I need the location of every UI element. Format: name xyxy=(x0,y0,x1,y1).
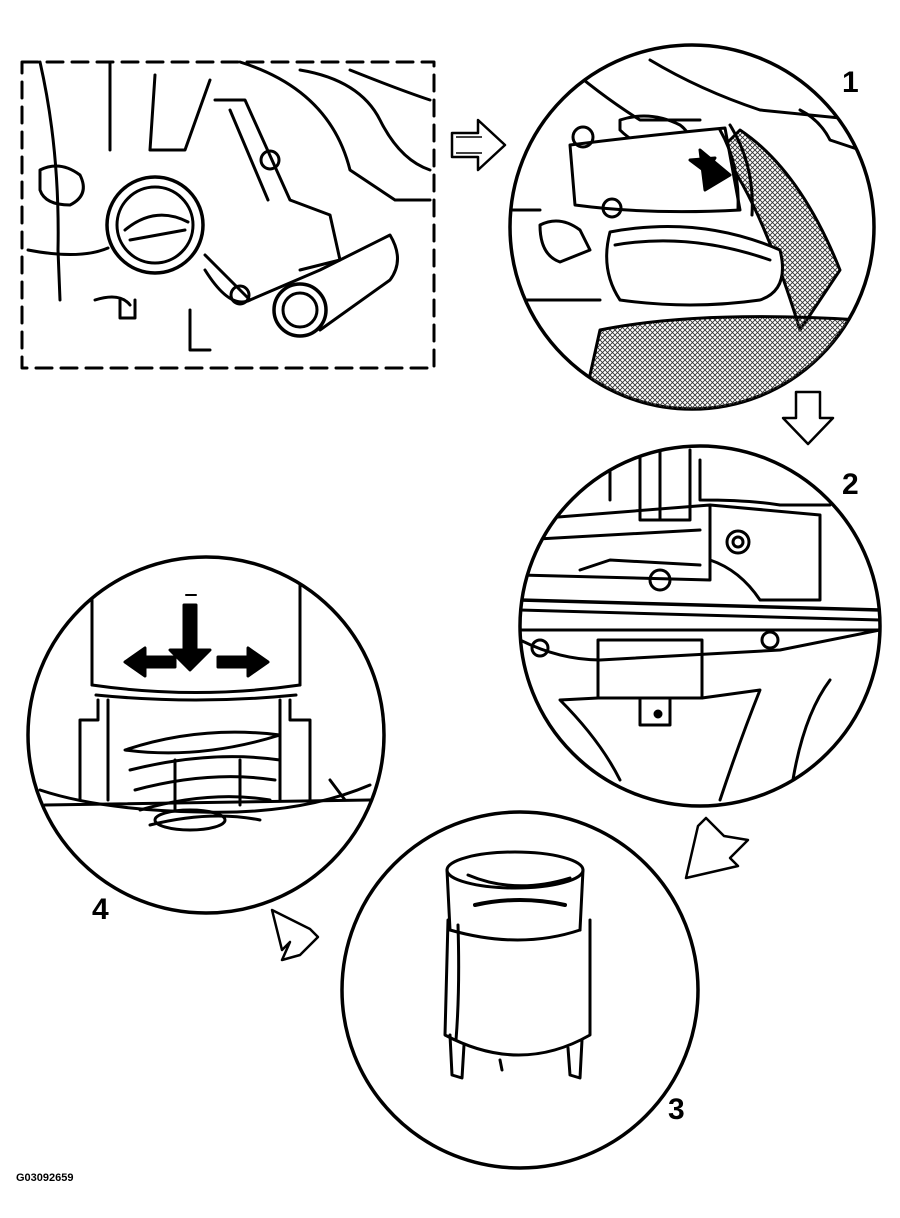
arrow-up-left-icon xyxy=(270,908,320,962)
arrow-right-icon xyxy=(450,118,507,172)
step-4-detail xyxy=(26,555,386,915)
arrow-down-icon xyxy=(781,390,835,446)
arrow-down-left-icon xyxy=(684,816,750,880)
overview-engine-view xyxy=(20,60,436,370)
flow-arrows xyxy=(270,118,835,962)
step-3-detail xyxy=(340,810,700,1170)
step-number-2: 2 xyxy=(842,468,859,501)
step-number-4: 4 xyxy=(92,893,109,926)
step-number-3: 3 xyxy=(668,1093,685,1126)
step-2-detail xyxy=(518,444,882,808)
figure-id: G03092659 xyxy=(16,1172,74,1184)
dashed-frame xyxy=(20,60,436,370)
step-1-detail xyxy=(508,43,876,411)
step-number-1: 1 xyxy=(842,66,859,99)
